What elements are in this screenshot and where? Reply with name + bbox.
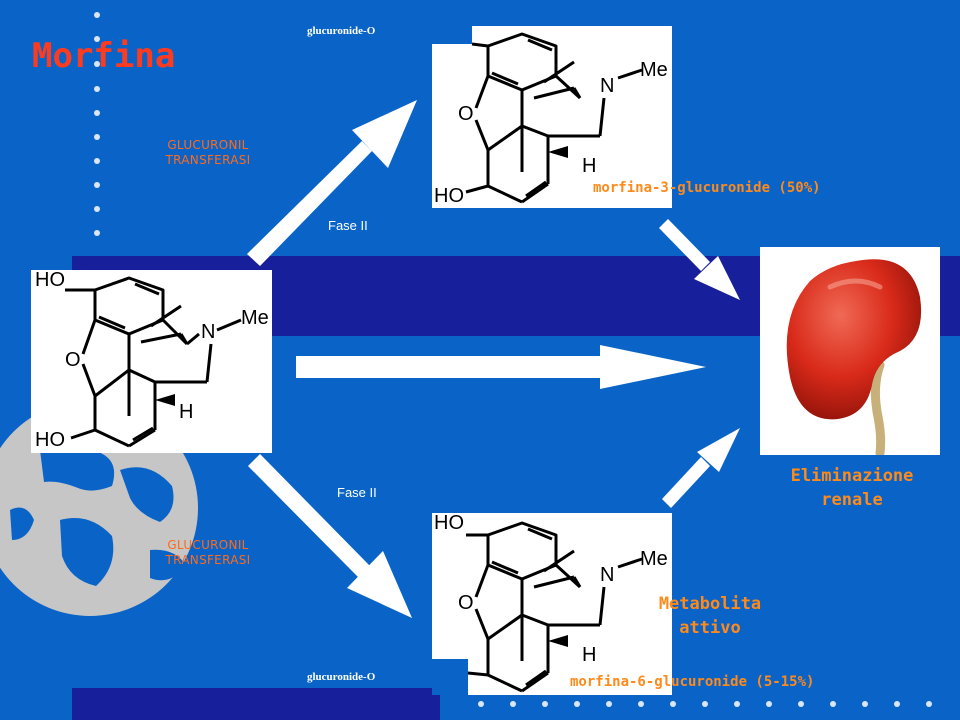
svg-text:Me: Me xyxy=(241,307,269,329)
svg-text:O: O xyxy=(458,103,474,125)
svg-text:H: H xyxy=(179,401,193,423)
m3g-structure: O N Me H HO xyxy=(432,26,672,208)
svg-text:HO: HO xyxy=(35,270,65,291)
svg-text:Me: Me xyxy=(640,59,668,81)
bottom-band xyxy=(72,688,440,720)
svg-text:HO: HO xyxy=(434,513,464,534)
page-title: Morfina xyxy=(32,36,176,76)
metabolite-6-label: morfina-6-glucuronide (5-15%) xyxy=(570,674,815,690)
svg-text:O: O xyxy=(458,592,474,614)
arrow-up-right-icon xyxy=(247,100,417,266)
svg-text:HO: HO xyxy=(434,185,464,207)
globe-icon xyxy=(0,400,198,616)
glucuronide-label-top: glucuronide-O xyxy=(307,25,376,37)
m6g-structure: HO O N Me H xyxy=(432,512,672,695)
svg-text:Me: Me xyxy=(640,548,668,570)
svg-text:N: N xyxy=(201,321,215,343)
arrow-to-kidney-top-icon xyxy=(659,219,740,300)
svg-text:N: N xyxy=(600,75,614,97)
svg-text:H: H xyxy=(582,644,596,666)
arrow-right-icon xyxy=(296,345,706,389)
kidney-icon xyxy=(786,259,922,420)
svg-text:O: O xyxy=(65,349,81,371)
arrow-down-right-icon xyxy=(248,454,412,618)
metabolite-3-label: morfina-3-glucuronide (50%) xyxy=(593,180,821,196)
kidney-image xyxy=(760,247,940,458)
phase-label-bottom: Fase II xyxy=(337,485,377,500)
glucuronide-label-bottom: glucuronide-O xyxy=(307,671,376,683)
arrow-to-kidney-bottom-icon xyxy=(662,428,740,508)
svg-text:H: H xyxy=(582,155,596,177)
morphine-structure: HO O N Me H HO xyxy=(31,269,272,453)
phase-label-top: Fase II xyxy=(328,218,368,233)
svg-text:N: N xyxy=(600,564,614,586)
svg-text:HO: HO xyxy=(35,429,65,451)
ureter-icon xyxy=(870,360,886,458)
